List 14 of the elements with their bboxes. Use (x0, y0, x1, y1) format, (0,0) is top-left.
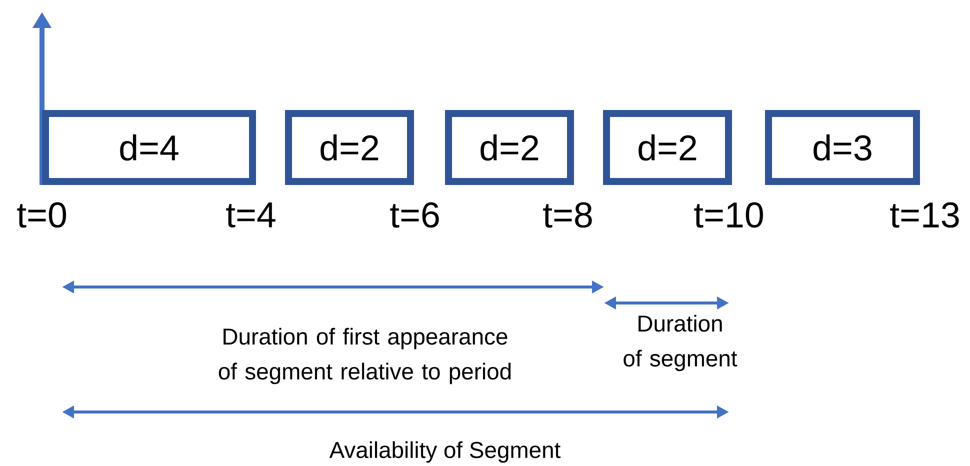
time-label: t=6 (390, 202, 439, 228)
time-label: t=0 (17, 202, 66, 228)
segment-box: d=2 (445, 110, 574, 185)
caption: Duration of segment (624, 314, 738, 372)
segment-box: d=2 (603, 110, 732, 185)
time-label: t=4 (226, 202, 276, 228)
time-label: t=10 (694, 202, 763, 228)
time-label: t=13 (890, 202, 959, 228)
caption: Duration of first appearance of segment relative to period (218, 328, 511, 384)
segment-box: d=3 (765, 110, 920, 185)
segment-box: d=4 (42, 110, 256, 185)
time-label: t=8 (543, 202, 592, 228)
segment-box: d=2 (285, 110, 414, 185)
caption: Availability of Segment (329, 441, 560, 463)
